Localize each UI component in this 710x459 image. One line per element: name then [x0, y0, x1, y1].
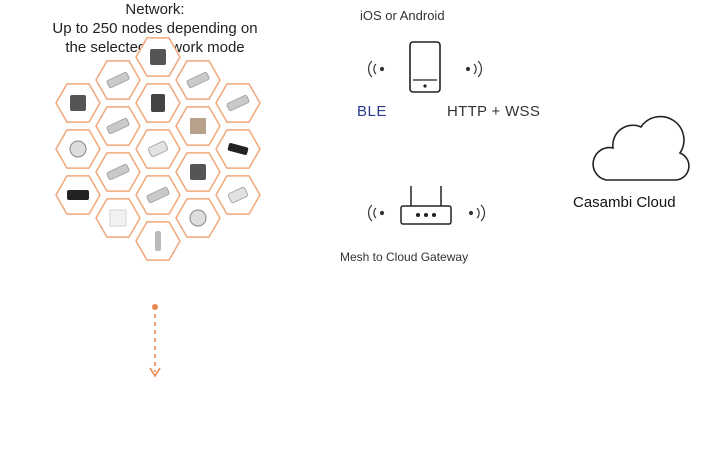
- device-icon: [150, 49, 166, 65]
- device-icon: [146, 186, 170, 204]
- device-icon: [106, 71, 130, 89]
- network-arrow: [149, 304, 161, 378]
- gateway-router-icon: [400, 186, 452, 225]
- device-hexagon: [215, 83, 261, 123]
- device-icon: [106, 117, 130, 135]
- device-mesh: [55, 37, 261, 261]
- device-hexagon: [135, 37, 181, 77]
- phone-signal-right-icon: [465, 60, 482, 78]
- device-icon: [155, 231, 161, 251]
- device-icon: [189, 209, 207, 227]
- device-hexagon: [95, 152, 141, 192]
- device-hexagon: [215, 175, 261, 215]
- ble-label: BLE: [357, 103, 387, 120]
- device-icon: [226, 94, 250, 112]
- network-line-1: Network:: [125, 1, 185, 18]
- device-icon: [109, 209, 127, 227]
- device-icon: [70, 95, 86, 111]
- cloud-label: Casambi Cloud: [573, 194, 676, 211]
- cloud-icon: [592, 115, 690, 181]
- phone-signal-left-icon: [368, 60, 385, 78]
- device-icon: [151, 94, 165, 112]
- device-icon: [227, 186, 249, 204]
- device-icon: [227, 142, 249, 156]
- gateway-signal-left-icon: [368, 204, 385, 222]
- device-hexagon: [95, 106, 141, 146]
- device-hexagon: [55, 175, 101, 215]
- network-description: Network: Up to 250 nodes depending on th…: [0, 0, 310, 57]
- device-hexagon: [135, 83, 181, 123]
- device-hexagon: [175, 60, 221, 100]
- device-hexagon: [135, 221, 181, 261]
- device-icon: [190, 164, 206, 180]
- device-hexagon: [215, 129, 261, 169]
- gateway-signal-right-icon: [468, 204, 485, 222]
- device-icon: [67, 190, 89, 200]
- device-icon: [147, 140, 169, 158]
- phone-title: iOS or Android: [360, 8, 445, 23]
- device-hexagon: [135, 175, 181, 215]
- phone-icon: [409, 41, 441, 93]
- device-hexagon: [95, 198, 141, 238]
- device-icon: [69, 140, 87, 158]
- device-icon: [186, 71, 210, 89]
- network-line-2: Up to 250 nodes depending on: [52, 20, 258, 37]
- device-icon: [106, 163, 130, 181]
- device-hexagon: [55, 83, 101, 123]
- device-hexagon: [175, 106, 221, 146]
- device-icon: [190, 118, 206, 134]
- device-hexagon: [135, 129, 181, 169]
- http-wss-label: HTTP + WSS: [447, 103, 541, 120]
- gateway-label: Mesh to Cloud Gateway: [340, 250, 469, 264]
- device-hexagon: [55, 129, 101, 169]
- device-hexagon: [175, 198, 221, 238]
- device-hexagon: [95, 60, 141, 100]
- device-hexagon: [175, 152, 221, 192]
